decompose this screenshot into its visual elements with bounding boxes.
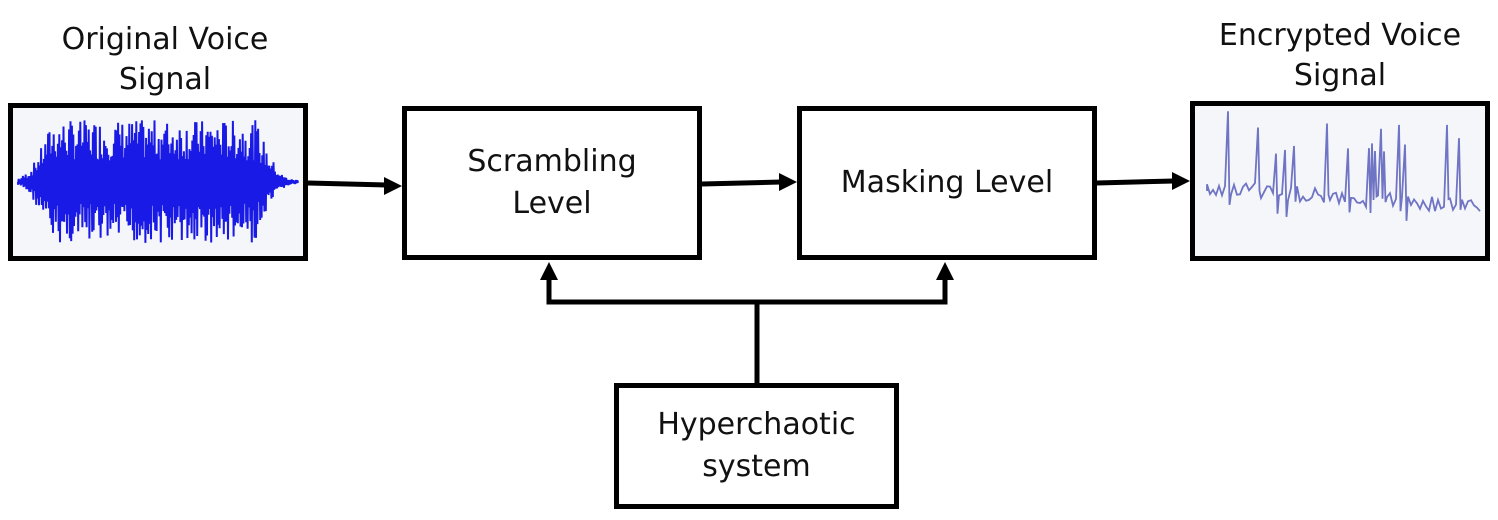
feedback-to-masking [757,276,948,305]
feedback-to-scrambling [546,276,760,383]
masking-level-label: Masking Level [840,165,1054,200]
encrypted-signal-caption: Encrypted Voice Signal [1218,18,1462,93]
arrowhead-up-masking [936,262,954,280]
scrambling-level-box: Scrambling Level [402,106,702,260]
arrow-scrambling-to-masking [701,179,782,187]
arrowhead-up-scrambling [540,262,558,280]
hyperchaotic-system-label: Hyperchaotic system [657,407,856,484]
masking-level-box: Masking Level [797,106,1097,260]
encrypted-voice-signal-box [1190,101,1490,261]
arrowhead-masking [779,173,797,191]
arrow-input-to-scrambling [307,180,387,188]
arrowhead-scrambling [384,177,402,195]
arrowhead-output [1172,172,1190,190]
scrambling-level-label: Scrambling Level [467,144,637,221]
encrypted-waveform [1206,111,1481,221]
original-waveform [17,120,299,243]
hyperchaotic-system-box: Hyperchaotic system [614,383,899,509]
original-signal-caption: Original Voice Signal [61,22,269,97]
original-voice-signal-box [8,103,308,261]
arrow-masking-to-output [1096,178,1175,186]
